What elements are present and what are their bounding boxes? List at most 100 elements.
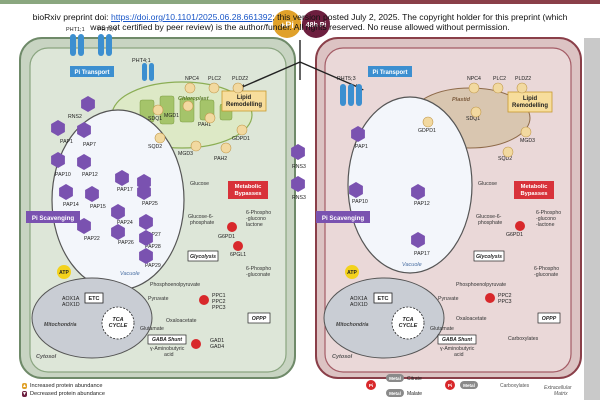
left-atp-label: ATP xyxy=(59,270,69,276)
right-metabolites: Glucose Glucose-6-phosphate 6-Phospho-gl… xyxy=(430,181,561,358)
right-mgd3: MGD3 xyxy=(520,138,535,144)
pht14-label: PHT1;4 xyxy=(98,27,117,33)
top-strip-left xyxy=(0,0,300,4)
pi-circle-1 xyxy=(366,380,376,390)
doi-link[interactable]: https://doi.org/10.1101/2025.06.28.66139… xyxy=(110,12,273,22)
left-plc2: PLC2 xyxy=(208,76,221,82)
extracellular-strip xyxy=(584,38,600,400)
preprint-line-1: bioRxiv preprint doi: https://doi.org/10… xyxy=(0,12,600,22)
left-glucose: Glucose xyxy=(190,181,209,187)
hex-pap10 xyxy=(51,152,65,168)
left-pap1: PAP1 xyxy=(60,139,73,145)
pht41-label: PHT4;1 xyxy=(132,58,151,64)
hex-pap27 xyxy=(139,214,153,230)
pi-circle-1-label: Pi xyxy=(369,383,373,388)
lipid-bubble-icon xyxy=(468,82,480,94)
right-mitochondria-label: Mitochondria xyxy=(336,322,369,328)
left-mitochondria xyxy=(31,277,153,359)
hex-pap17 xyxy=(115,170,129,186)
left-transporters xyxy=(70,34,154,81)
hex-pap1 xyxy=(51,120,65,136)
metal-1-label: Metal xyxy=(389,376,401,381)
left-pldz2: PLDZ2 xyxy=(232,76,248,82)
left-mgd3: MGD3 xyxy=(178,151,193,157)
bottom-chelation: Pi Metal Citrate Metal Malate Pi Metal C… xyxy=(366,374,572,397)
legend-down-row: ▼ Decreased protein abundance xyxy=(22,390,105,398)
right-pht53-label: PHT5;3 xyxy=(337,76,356,82)
right-ppc2: PPC2 xyxy=(498,293,512,299)
left-pap10: PAP10 xyxy=(55,172,71,178)
left-aox1a: AOX1A xyxy=(62,296,80,302)
hex-pap25 xyxy=(137,184,151,200)
pi-circle-2 xyxy=(445,380,455,390)
right-lipid-remodelling-box xyxy=(507,91,553,113)
left-ppc2: PPC2 xyxy=(212,299,226,305)
left-ppc1: PPC1 xyxy=(212,293,226,299)
left-atp-star xyxy=(57,265,71,279)
right-6pgl: 6-Phospho-glucono-lactone xyxy=(536,210,561,228)
right-cytosol-label: Cytosol xyxy=(332,354,353,360)
metal-2 xyxy=(386,389,404,397)
left-g6pd1: G6PD1 xyxy=(218,234,235,240)
left-sqd2: SQD2 xyxy=(148,144,162,150)
up-arrow-icon: ▲ xyxy=(22,383,27,389)
right-aox1a: AOX1A xyxy=(350,296,368,302)
hex-pap29 xyxy=(139,248,153,264)
left-6pg: 6-Phospho-gluconate xyxy=(246,266,271,278)
right-oppp-label: OPPP xyxy=(542,316,557,322)
lipid-bubble-icon xyxy=(236,124,248,136)
lipid-bubble-icon xyxy=(208,82,220,94)
right-tca-cycle xyxy=(391,306,425,340)
left-pep: Phosphoenolpyruvate xyxy=(150,282,200,288)
left-pap27: PAP27 xyxy=(145,232,161,238)
legend-up-label: Increased protein abundance xyxy=(30,383,103,389)
hex-pap14 xyxy=(59,184,73,200)
left-gaba-shunt-label: GABA Shunt xyxy=(152,337,182,343)
right-gdpd1: GDPD1 xyxy=(418,128,436,134)
chloroplast-label: Chloroplast xyxy=(178,96,210,102)
right-pap17: PAP17 xyxy=(414,251,430,257)
left-pap7: PAP7 xyxy=(83,142,96,148)
hex-r-pap10 xyxy=(349,182,363,198)
hex-r-pap1 xyxy=(351,126,365,142)
right-gaba-shunt-box xyxy=(437,334,477,345)
lipid-bubble-icon xyxy=(220,142,232,154)
left-pap14: PAP14 xyxy=(63,202,79,208)
left-tca-cycle xyxy=(101,306,135,340)
right-starbursts xyxy=(485,221,525,303)
left-g6p: Glucose-6-phosphate xyxy=(188,214,214,226)
right-etc-label: ETC xyxy=(378,296,389,302)
pi-plus-label: +Pi xyxy=(280,20,294,30)
left-pap17: PAP17 xyxy=(117,187,133,193)
left-gad4: GAD4 xyxy=(210,344,224,350)
bottom-carboxylates: Carboxylates xyxy=(500,383,530,389)
left-pi-transport-box xyxy=(70,66,114,77)
preprint-text-1: bioRxiv preprint doi: xyxy=(32,12,111,22)
left-npc4: NPC4 xyxy=(185,76,199,82)
right-pldz2: PLDZ2 xyxy=(515,76,531,82)
metal-3-label: Metal xyxy=(463,383,475,388)
left-pi-scavenging-box xyxy=(26,211,80,223)
right-carboxylates: Carboxylates xyxy=(508,336,539,342)
metal-2-label: Metal xyxy=(389,391,401,396)
left-gdpd1: GDPD1 xyxy=(232,136,250,142)
right-glycolysis-box xyxy=(473,250,505,262)
left-oxaloacetate: Oxaloacetate xyxy=(166,318,197,324)
left-mgd1: MGD1 xyxy=(164,113,179,119)
preprint-header: bioRxiv preprint doi: https://doi.org/10… xyxy=(0,12,600,32)
left-glycolysis-label: Glycolysis xyxy=(190,254,216,260)
preprint-line-2: was not certified by peer review) is the… xyxy=(90,22,510,32)
left-etc-label: ETC xyxy=(89,296,100,302)
top-strip-right xyxy=(300,0,600,4)
left-pap28: PAP28 xyxy=(145,244,161,250)
left-rns3b: RNS3 xyxy=(292,195,306,201)
right-sqd2: SQD2 xyxy=(498,156,512,162)
right-pi-scavenging-box xyxy=(316,211,370,223)
right-etc-box xyxy=(373,292,393,304)
right-vacuole-label: Vacuole xyxy=(402,262,422,268)
